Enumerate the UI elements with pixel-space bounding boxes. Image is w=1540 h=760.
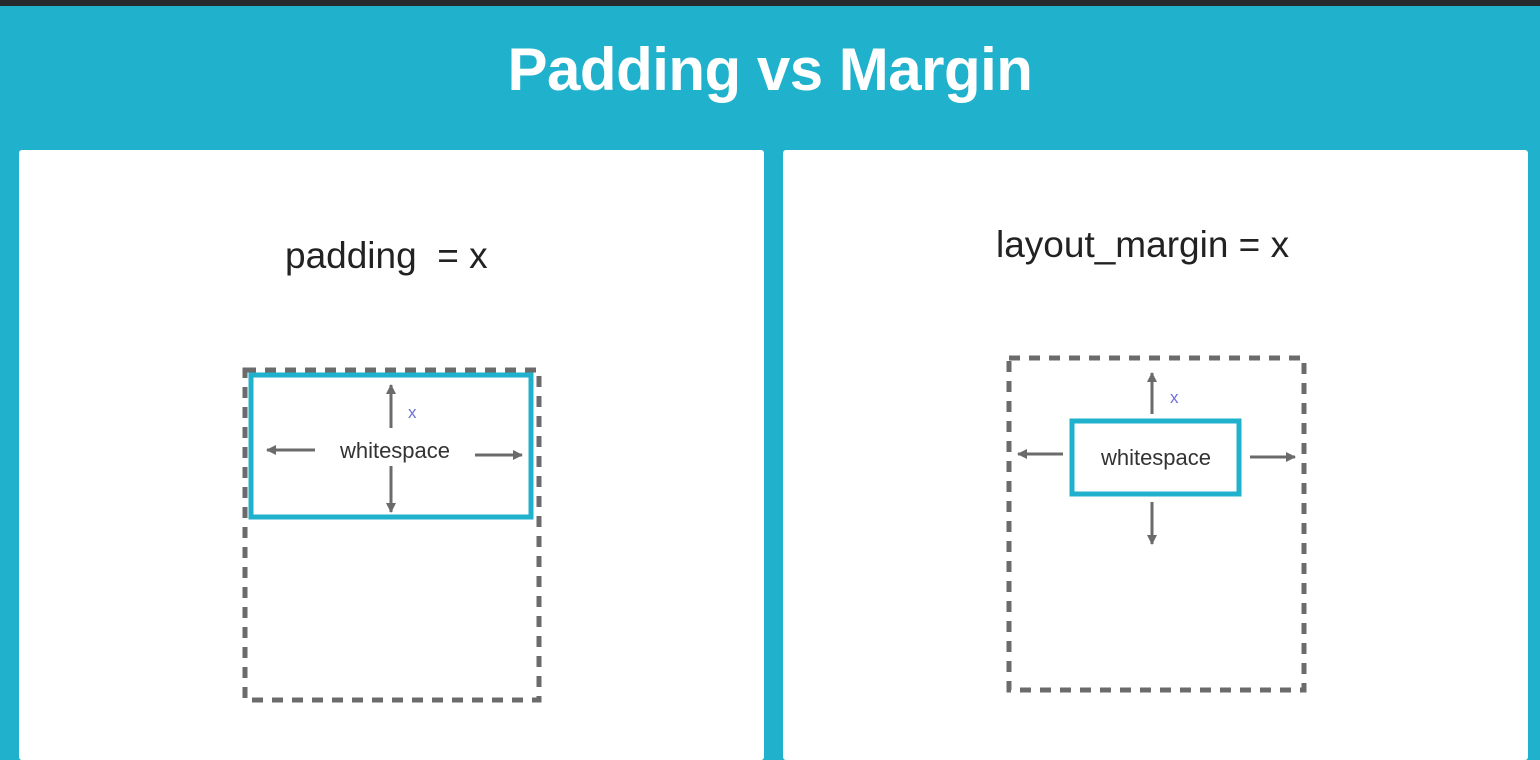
margin-panel: layout_margin = x whitespace x	[783, 150, 1528, 760]
padding-panel: padding = x whitespace x	[19, 150, 764, 760]
padding-diagram: whitespace x	[242, 367, 542, 703]
x-label: x	[408, 403, 417, 422]
whitespace-label: whitespace	[339, 438, 450, 463]
whitespace-label: whitespace	[1100, 445, 1211, 470]
view-box	[248, 372, 534, 520]
margin-heading: layout_margin = x	[996, 224, 1290, 265]
view-box	[1069, 418, 1242, 497]
x-label: x	[1170, 388, 1179, 407]
margin-diagram: whitespace x	[1006, 355, 1307, 693]
padding-heading: padding = x	[285, 235, 488, 276]
dashed-bounds	[1006, 355, 1307, 693]
top-bar	[0, 0, 1540, 6]
dashed-bounds	[242, 367, 542, 703]
page-title: Padding vs Margin	[507, 36, 1033, 103]
